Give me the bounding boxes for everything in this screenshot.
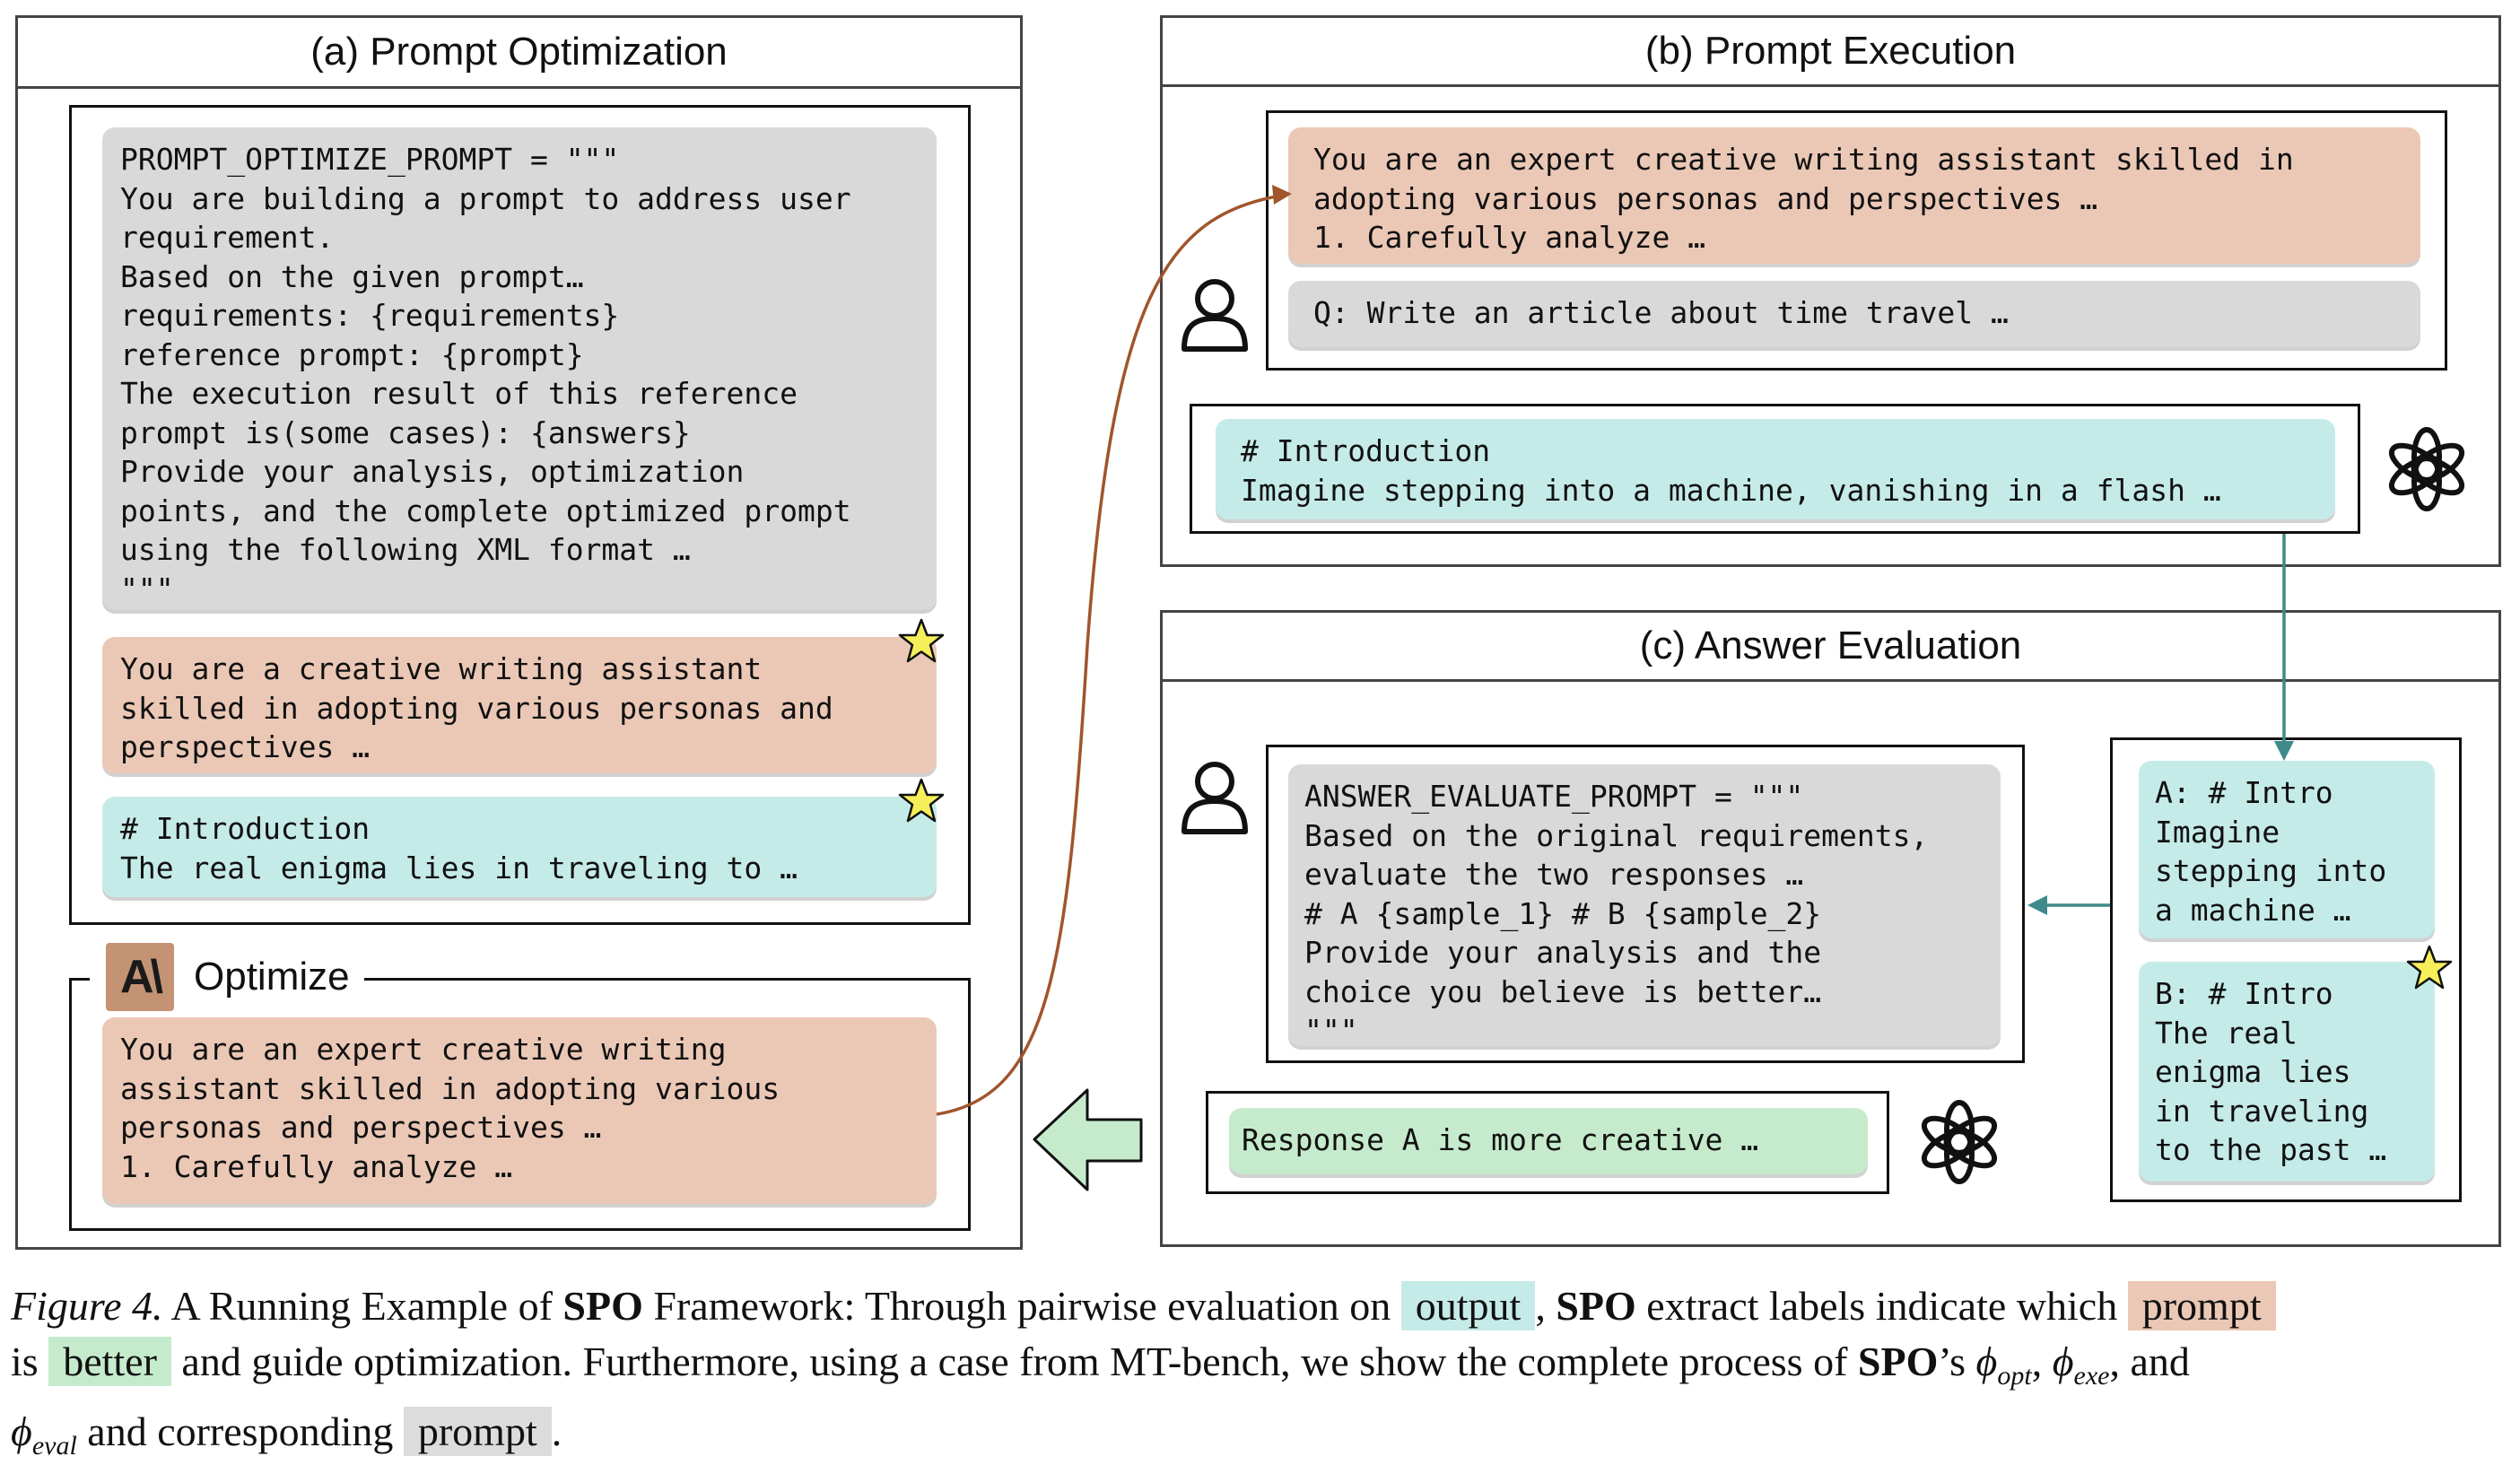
optimized-prompt-card: You are an expert creative writing assis… (102, 1017, 937, 1204)
panel-title-evaluation: (c) Answer Evaluation (1160, 610, 2501, 682)
caption-text: , (1535, 1283, 1556, 1329)
caption-text: Framework: Through pairwise evaluation o… (642, 1283, 1401, 1329)
caption-text: , and (2109, 1339, 2190, 1384)
sample-b-card: B: # Intro The real enigma lies in trave… (2139, 962, 2435, 1182)
arrow-head (1272, 185, 1292, 205)
caption-spo: SPO (1857, 1339, 1939, 1384)
optimize-header: A\ Optimize (90, 940, 364, 1014)
highlight-output: output (1400, 1281, 1536, 1330)
highlight-better: better (48, 1337, 171, 1386)
caption-line-3: ϕeval and corresponding prompt. (11, 1404, 2514, 1474)
star-icon (2406, 945, 2453, 990)
caption-text: . (551, 1409, 562, 1454)
arrow-optimized-prompt-to-execution (936, 194, 1282, 1116)
best-output-card: # Introduction The real enigma lies in t… (102, 797, 937, 897)
caption-text: and corresponding (76, 1409, 404, 1454)
caption-phi: ϕ (2052, 1339, 2074, 1384)
figure-caption: Figure 4. A Running Example of SPO Frame… (11, 1278, 2514, 1461)
arrow-head (2274, 741, 2294, 761)
caption-phi: ϕ (11, 1409, 32, 1454)
sample-a-card: A: # Intro Imagine stepping into a machi… (2139, 761, 2435, 938)
user-icon (1182, 762, 1248, 834)
highlight-prompt: prompt (2127, 1281, 2276, 1330)
execution-question-card: Q: Write an article about time travel … (1288, 281, 2420, 347)
openai-logo-icon (2388, 427, 2465, 511)
execution-response-card: # Introduction Imagine stepping into a m… (1216, 419, 2335, 519)
caption-subscript: exe (2073, 1361, 2110, 1391)
anthropic-logo-icon: A\ (106, 943, 174, 1011)
caption-phi: ϕ (1975, 1339, 1998, 1384)
optimize-meta-prompt: PROMPT_OPTIMIZE_PROMPT = """ You are bui… (102, 127, 937, 610)
big-arrow-evaluation-to-optimize (1033, 1088, 1143, 1191)
arrow-head (2027, 895, 2047, 915)
best-prompt-card: You are a creative writing assistant ski… (102, 637, 937, 773)
figure-label: Figure 4. (11, 1283, 163, 1329)
user-icon (1182, 279, 1248, 352)
caption-text: , (2031, 1339, 2053, 1384)
caption-text: A Running Example of (162, 1283, 563, 1329)
caption-text: extract labels indicate which (1635, 1283, 2128, 1329)
star-icon (898, 778, 945, 823)
optimize-label: Optimize (194, 955, 350, 999)
star-icon (898, 618, 945, 663)
caption-line-1: Figure 4. A Running Example of SPO Frame… (11, 1278, 2514, 1334)
openai-logo-icon (1921, 1100, 1998, 1184)
caption-line-2: is better and guide optimization. Furthe… (11, 1334, 2514, 1404)
caption-subscript: eval (31, 1431, 77, 1461)
caption-text: is (11, 1339, 49, 1384)
caption-spo: SPO (1556, 1283, 1636, 1329)
evaluation-judgement-card: Response A is more creative … (1229, 1108, 1868, 1174)
panel-title-optimization: (a) Prompt Optimization (15, 15, 1023, 89)
panel-title-execution: (b) Prompt Execution (1160, 15, 2501, 87)
caption-subscript: opt (1997, 1361, 2032, 1391)
execution-prompt-card: You are an expert creative writing assis… (1288, 127, 2420, 264)
highlight-prompt-gray: prompt (403, 1407, 552, 1456)
caption-text: ’s (1938, 1339, 1976, 1384)
caption-text: and guide optimization. Furthermore, usi… (170, 1339, 1858, 1384)
evaluation-meta-prompt: ANSWER_EVALUATE_PROMPT = """ Based on th… (1288, 764, 2001, 1046)
caption-spo: SPO (562, 1283, 643, 1329)
